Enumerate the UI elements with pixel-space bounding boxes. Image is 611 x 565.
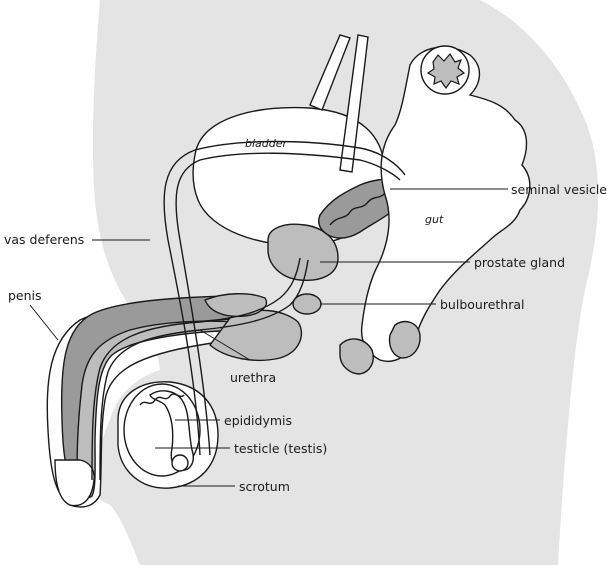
label-bladder: bladder (245, 137, 289, 150)
label-urethra: urethra (230, 370, 276, 385)
label-scrotum: scrotum (239, 479, 290, 494)
label-penis: penis (8, 288, 42, 303)
testicle-tip (172, 455, 188, 471)
label-testicle: testicle (testis) (234, 441, 327, 456)
label-prostate-gland: prostate gland (474, 255, 565, 270)
label-bulbourethral: bulbourethral (440, 297, 525, 312)
label-vas-deferens: vas deferens (4, 232, 84, 247)
label-seminal-vesicle: seminal vesicle (511, 182, 607, 197)
label-epididymis: epididymis (224, 413, 292, 428)
label-gut: gut (425, 213, 444, 226)
leader-penis (30, 305, 58, 340)
glans (55, 460, 94, 506)
bulbourethral-gland (293, 294, 321, 314)
